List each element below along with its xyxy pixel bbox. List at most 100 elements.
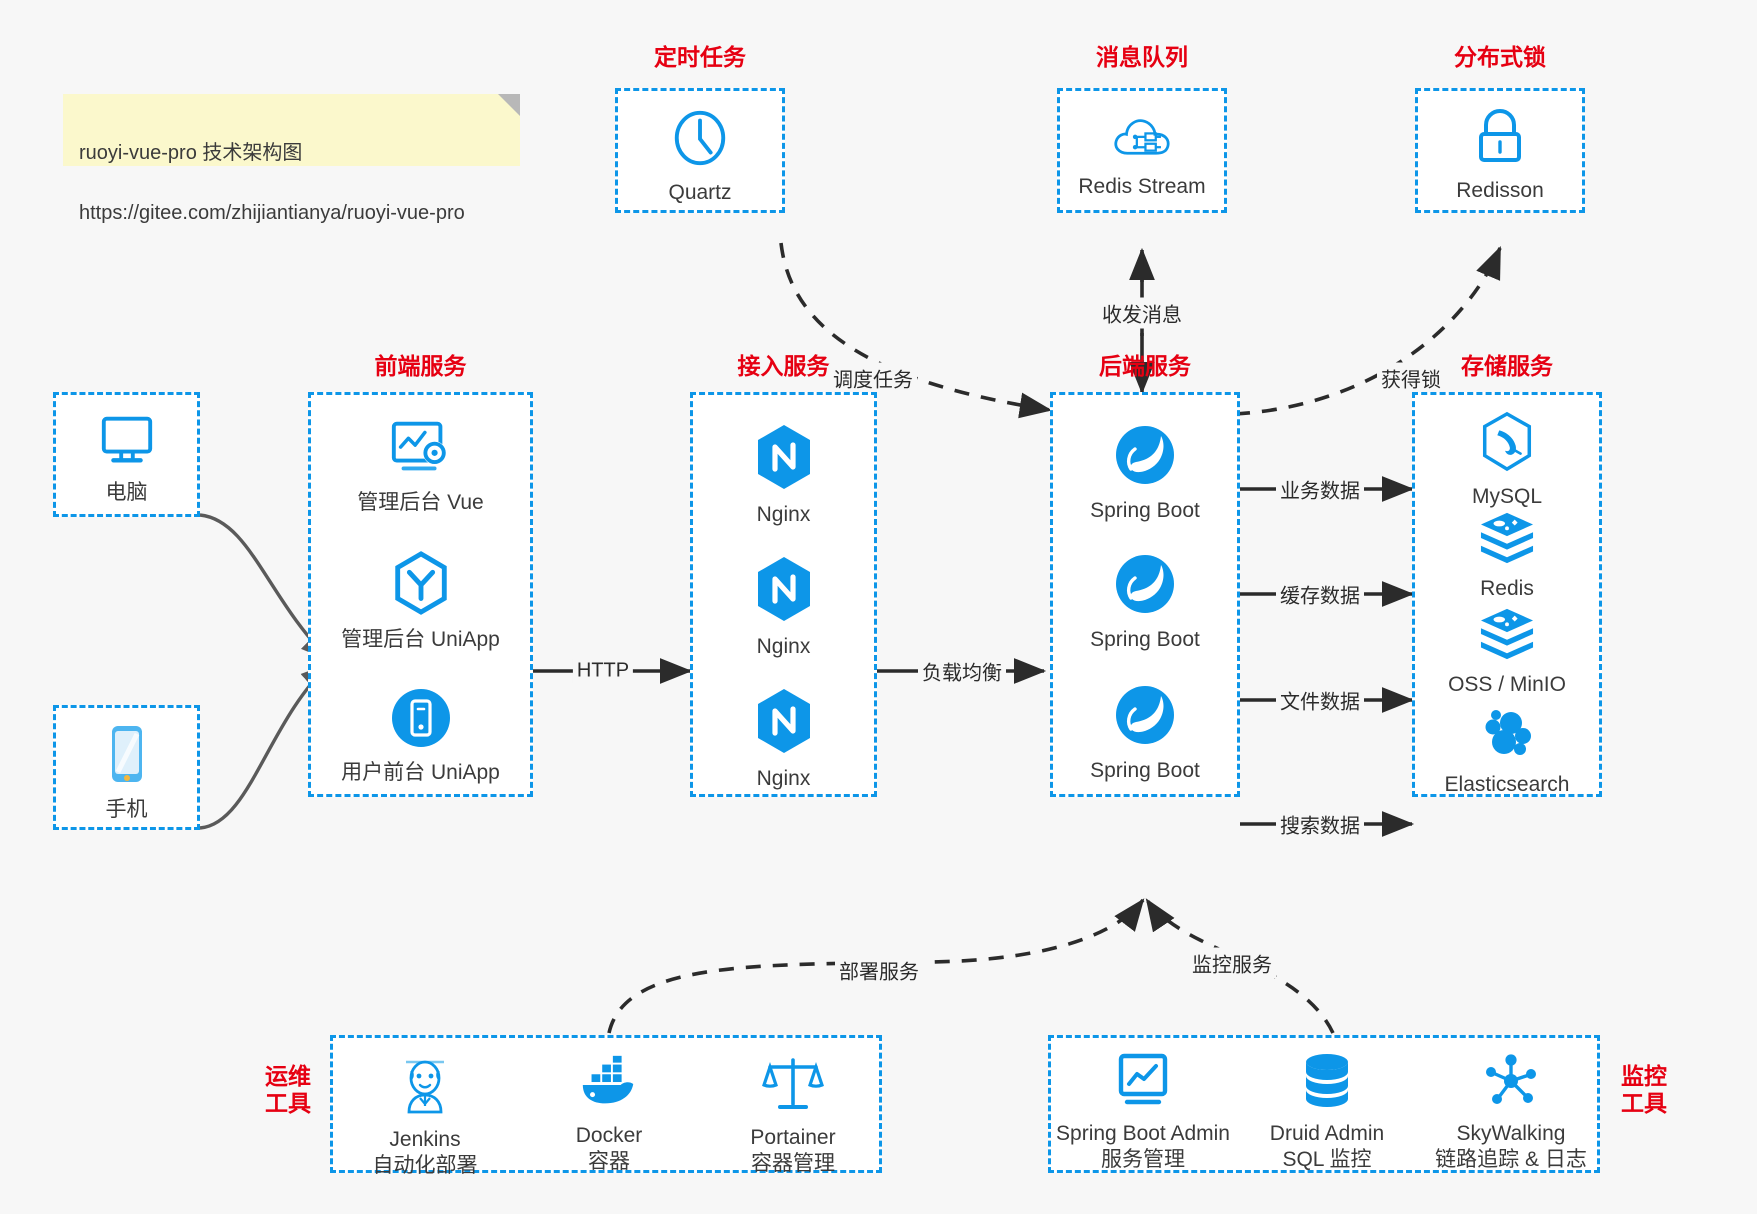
edge-label-deploy-service: 部署服务 xyxy=(835,954,923,986)
node-skywalking[interactable]: SkyWalking 链路追踪 & 日志 xyxy=(1419,1052,1603,1172)
caption-distributed-lock: 分布式锁 xyxy=(1454,44,1546,70)
group-client-mobile[interactable]: 手机 xyxy=(53,705,200,830)
node-jenkins[interactable]: Jenkins 自动化部署 xyxy=(333,1054,517,1178)
node-admin-vue[interactable]: 管理后台 Vue xyxy=(311,417,530,516)
edge-label-business-data: 业务数据 xyxy=(1276,473,1364,505)
node-label: Druid Admin SQL 监控 xyxy=(1269,1122,1385,1171)
node-label: Nginx xyxy=(756,503,811,526)
hexagon-y-icon xyxy=(311,550,530,621)
group-scheduled-task[interactable]: Quartz xyxy=(615,88,785,213)
spring-leaf-icon xyxy=(1053,552,1237,621)
node-redis[interactable]: Redis xyxy=(1415,511,1599,602)
lock-icon xyxy=(1418,107,1582,172)
spring-leaf-icon xyxy=(1053,423,1237,492)
node-label: Quartz xyxy=(668,181,732,204)
node-label: Nginx xyxy=(756,635,811,658)
mysql-dolphin-icon xyxy=(1415,411,1599,478)
redis-stack-icon xyxy=(1415,511,1599,570)
node-quartz[interactable]: Quartz xyxy=(618,107,782,206)
node-nginx-1[interactable]: Nginx xyxy=(693,423,874,528)
node-user-uniapp[interactable]: 用户前台 UniApp xyxy=(311,687,530,786)
edge-label-schedule-task: 调度任务 xyxy=(829,362,917,394)
node-label: Jenkins 自动化部署 xyxy=(372,1128,478,1177)
info-note-line1: ruoyi-vue-pro 技术架构图 xyxy=(79,142,303,164)
edge-label-send-receive-msg: 收发消息 xyxy=(1098,297,1186,329)
caption-scheduled-task: 定时任务 xyxy=(654,44,746,70)
edge-label-monitor-service: 监控服务 xyxy=(1188,947,1276,979)
spring-leaf-icon xyxy=(1053,683,1237,752)
group-storage-service[interactable]: MySQL Redis xyxy=(1412,392,1602,797)
node-label: Redis Stream xyxy=(1078,175,1206,198)
node-label: Spring Boot xyxy=(1090,759,1200,782)
caption-backend-service: 后端服务 xyxy=(1099,353,1191,379)
redis-stack-icon xyxy=(1415,607,1599,666)
nginx-icon xyxy=(693,423,874,496)
caption-monitor-tools: 监控 工具 xyxy=(1621,1063,1667,1117)
group-client-pc[interactable]: 电脑 xyxy=(53,392,200,517)
monitor-chart-icon xyxy=(1051,1052,1235,1115)
node-label: Spring Boot xyxy=(1090,628,1200,651)
note-fold-corner xyxy=(498,94,520,116)
node-nginx-2[interactable]: Nginx xyxy=(693,555,874,660)
node-spring-boot-2[interactable]: Spring Boot xyxy=(1053,552,1237,653)
node-mysql[interactable]: MySQL xyxy=(1415,411,1599,510)
edge-acquire-lock xyxy=(1234,246,1502,416)
node-label: Portainer 容器管理 xyxy=(750,1126,836,1175)
node-label: OSS / MinIO xyxy=(1448,673,1566,696)
node-portainer[interactable]: Portainer 容器管理 xyxy=(701,1054,885,1176)
node-redis-stream[interactable]: Redis Stream xyxy=(1060,109,1224,200)
nginx-icon xyxy=(693,555,874,628)
node-mobile[interactable]: 手机 xyxy=(56,722,197,823)
node-spring-boot-1[interactable]: Spring Boot xyxy=(1053,423,1237,524)
node-label: 手机 xyxy=(105,798,148,821)
edge-label-cache-data: 缓存数据 xyxy=(1276,578,1364,610)
group-distributed-lock[interactable]: Redisson xyxy=(1415,88,1585,213)
group-message-queue[interactable]: Redis Stream xyxy=(1057,88,1227,213)
caption-frontend-service: 前端服务 xyxy=(374,353,467,379)
edge-label-search-data: 搜索数据 xyxy=(1276,808,1364,840)
node-label: 电脑 xyxy=(105,481,148,504)
node-label: 管理后台 UniApp xyxy=(341,628,500,651)
jenkins-butler-icon xyxy=(333,1054,517,1121)
dashboard-gear-icon xyxy=(311,417,530,484)
node-label: Spring Boot Admin 服务管理 xyxy=(1056,1122,1230,1171)
node-label: 管理后台 Vue xyxy=(357,491,484,514)
node-pc[interactable]: 电脑 xyxy=(56,411,197,506)
group-backend-service[interactable]: Spring Boot Spring Boot Spring Boot xyxy=(1050,392,1240,797)
node-elasticsearch[interactable]: Elasticsearch xyxy=(1415,703,1599,798)
scales-icon xyxy=(701,1054,885,1119)
node-spring-boot-3[interactable]: Spring Boot xyxy=(1053,683,1237,784)
caption-access-service: 接入服务 xyxy=(737,353,830,379)
edge-label-load-balance: 负载均衡 xyxy=(918,655,1006,687)
elasticsearch-icon xyxy=(1415,703,1599,766)
node-label: Nginx xyxy=(756,767,811,790)
node-label: Docker 容器 xyxy=(575,1124,643,1173)
smartphone-icon xyxy=(56,722,197,791)
node-label: 用户前台 UniApp xyxy=(341,761,500,784)
database-cylinder-icon xyxy=(1235,1052,1419,1115)
node-label: Redis xyxy=(1480,577,1534,600)
group-monitor-tools[interactable]: Spring Boot Admin 服务管理 Druid Admin SQL 监… xyxy=(1048,1035,1600,1173)
group-frontend-service[interactable]: 管理后台 Vue 管理后台 UniApp 用户前台 UniApp xyxy=(308,392,533,797)
group-devops-tools[interactable]: Jenkins 自动化部署 Docker 容器 xyxy=(330,1035,885,1177)
node-nginx-3[interactable]: Nginx xyxy=(693,687,874,792)
mobile-circle-icon xyxy=(311,687,530,754)
node-label: Elasticsearch xyxy=(1444,773,1570,796)
info-note-line2: https://gitee.com/zhijiantianya/ruoyi-vu… xyxy=(79,202,465,224)
caption-devops-tools: 运维 工具 xyxy=(265,1063,311,1117)
edge-label-http: HTTP xyxy=(572,658,634,684)
node-label: MySQL xyxy=(1471,485,1542,508)
group-access-service[interactable]: Nginx Nginx Nginx xyxy=(690,392,877,797)
cloud-network-icon xyxy=(1060,109,1224,168)
node-redisson[interactable]: Redisson xyxy=(1418,107,1582,204)
edge-label-file-data: 文件数据 xyxy=(1276,684,1364,716)
node-druid-admin[interactable]: Druid Admin SQL 监控 xyxy=(1235,1052,1419,1172)
caption-message-queue: 消息队列 xyxy=(1096,44,1188,70)
node-admin-uniapp[interactable]: 管理后台 UniApp xyxy=(311,550,530,653)
node-oss-minio[interactable]: OSS / MinIO xyxy=(1415,607,1599,698)
node-spring-boot-admin[interactable]: Spring Boot Admin 服务管理 xyxy=(1051,1052,1235,1172)
node-docker[interactable]: Docker 容器 xyxy=(517,1054,701,1174)
clock-icon xyxy=(618,107,782,174)
edge-label-acquire-lock: 获得锁 xyxy=(1377,362,1445,394)
